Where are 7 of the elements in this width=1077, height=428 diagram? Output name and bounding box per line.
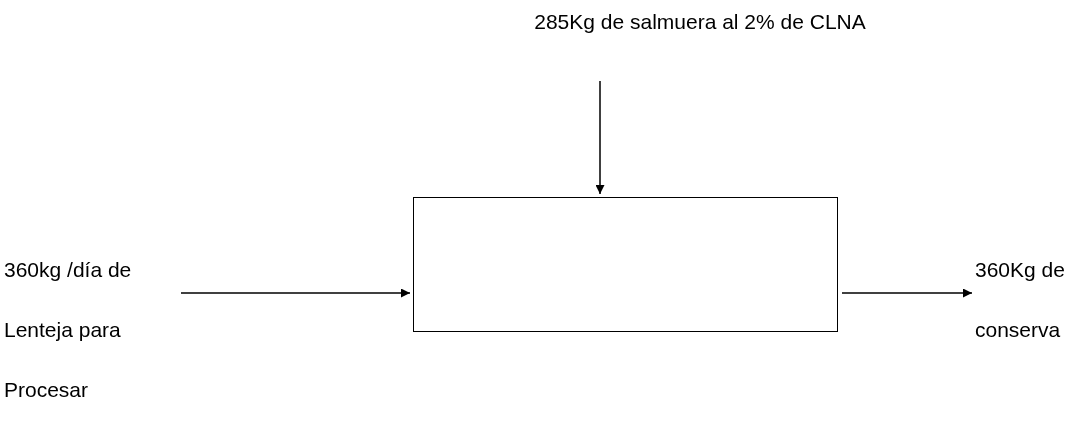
arrow: [841, 288, 973, 298]
input-label: 285Kg de salmuera al 2% de CLNA: [534, 9, 866, 35]
arrow: [180, 288, 411, 298]
output-label: 360Kg de conserva: [975, 257, 1066, 343]
process-box: [413, 197, 838, 332]
input-label: 360kg /día de Lenteja para Procesar: [4, 257, 133, 403]
arrow: [595, 80, 605, 195]
